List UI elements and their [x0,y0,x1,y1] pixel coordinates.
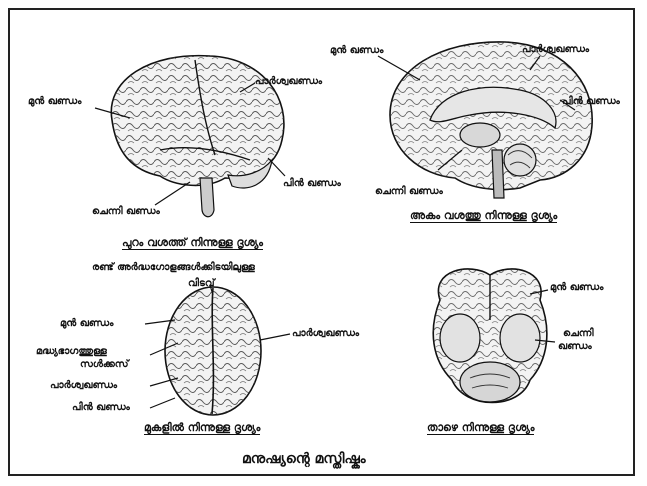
side-temporal-lobe-label: ചെന്നി ഖണ്ഡം [92,206,160,218]
side-back-lobe-label: പിൻ ഖണ്ഡം [283,178,341,190]
top-parietal-lobe-right-label: പാർശ്വഖണ്ഡം [292,328,359,340]
inner-temporal-lobe-label: ചെന്നി ഖണ്ഡം [375,186,443,198]
inner-front-lobe-label: മുൻ ഖണ്ഡം [330,45,383,57]
bottom-front-lobe-label: മുൻ ഖണ്ഡം [550,282,603,294]
top-central-sulcus-label-line2: സൾക്കസ് [80,359,129,371]
side-view-caption: പുറം വശത്ത് നിന്നുള്ള ദൃശ്യം [122,236,263,250]
inner-view-caption: അകം വശത്തു നിന്നുള്ള ദൃശ്യം [410,209,557,223]
bottom-temporal-lobe-label-line1: ചെന്നി [563,328,594,340]
bottom-temporal-lobe-label-line2: ഖണ്ഡം [558,341,592,353]
bottom-view-caption: താഴെ നിന്നുള്ള ദൃശ്യം [427,421,534,435]
figure-title: മനുഷ്യന്റെ മസ്തിഷ്കം [242,451,366,467]
medial-brain [390,42,592,198]
top-back-lobe-label: പിൻ ഖണ്ഡം [72,402,130,414]
top-fissure-label-line1: രണ്ട് അർദ്ധഗോളങ്ങൾക്കിടയിലുള്ള [92,262,255,274]
top-view-caption: മുകളിൽ നിന്നുള്ള ദൃശ്യം [144,421,260,435]
top-parietal-lobe-left-label: പാർശ്വഖണ്ഡം [50,380,117,392]
inferior-brain [433,269,547,403]
side-front-lobe-label: മുൻ ഖണ്ഡം [28,96,81,108]
superior-brain [165,287,261,415]
top-fissure-label-line2: വിടവ് [188,278,215,290]
side-parietal-lobe-label: പാർശ്വഖണ്ഡം [255,76,322,88]
top-front-lobe-label: മുൻ ഖണ്ഡം [60,318,113,330]
inner-back-lobe-label: പിൻ ഖണ്ഡം [562,96,620,108]
top-central-sulcus-label-line1: മദ്ധ്യഭാഗത്തുള്ള [36,346,107,358]
inner-parietal-lobe-label: പാർശ്വഖണ്ഡം [522,44,589,56]
